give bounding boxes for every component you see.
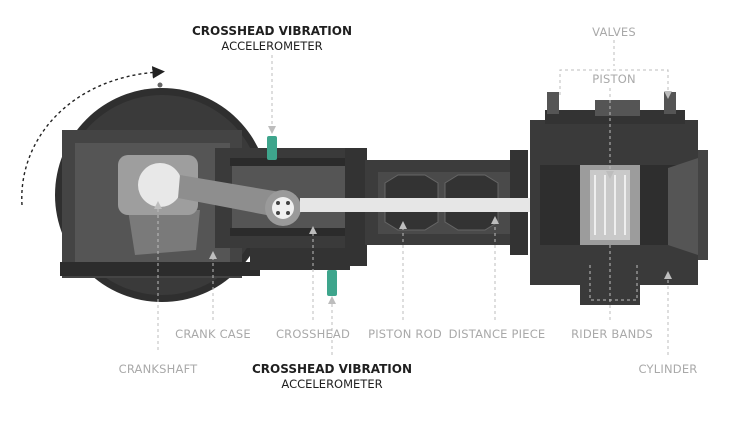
accelerometer-top-title: CROSSHEAD VIBRATION — [191, 24, 353, 38]
accelerometer-top-label: CROSSHEAD VIBRATION ACCELEROMETER — [192, 24, 352, 53]
accelerometer-bottom-subtitle: ACCELEROMETER — [281, 377, 383, 391]
rider-bands-label: RIDER BANDS — [571, 327, 653, 341]
accelerometer-bottom-label: CROSSHEAD VIBRATION ACCELEROMETER — [252, 362, 412, 391]
piston-rod-shape — [300, 198, 595, 212]
accelerometer-top-subtitle: ACCELEROMETER — [221, 39, 323, 53]
accelerometer-bottom-icon — [327, 270, 337, 296]
accelerometer-top-icon — [267, 136, 277, 160]
crankshaft-label: CRANKSHAFT — [118, 362, 198, 376]
accelerometer-bottom-title: CROSSHEAD VIBRATION — [251, 362, 413, 376]
distance-piece-label: DISTANCE PIECE — [448, 327, 546, 341]
crankshaft-shape — [118, 82, 200, 255]
crank-case-label: CRANK CASE — [175, 327, 251, 341]
piston-rod-label: PISTON ROD — [368, 327, 442, 341]
piston-label: PISTON — [592, 72, 636, 86]
crosshead-label: CROSSHEAD — [275, 327, 351, 341]
cylinder-label: CYLINDER — [638, 362, 698, 376]
rotation-arrow-icon — [21, 66, 165, 206]
cylinder-shape — [530, 92, 708, 305]
connecting-rod-shape — [178, 175, 301, 226]
leader-lines — [154, 40, 672, 355]
valves-label: VALVES — [592, 25, 636, 39]
